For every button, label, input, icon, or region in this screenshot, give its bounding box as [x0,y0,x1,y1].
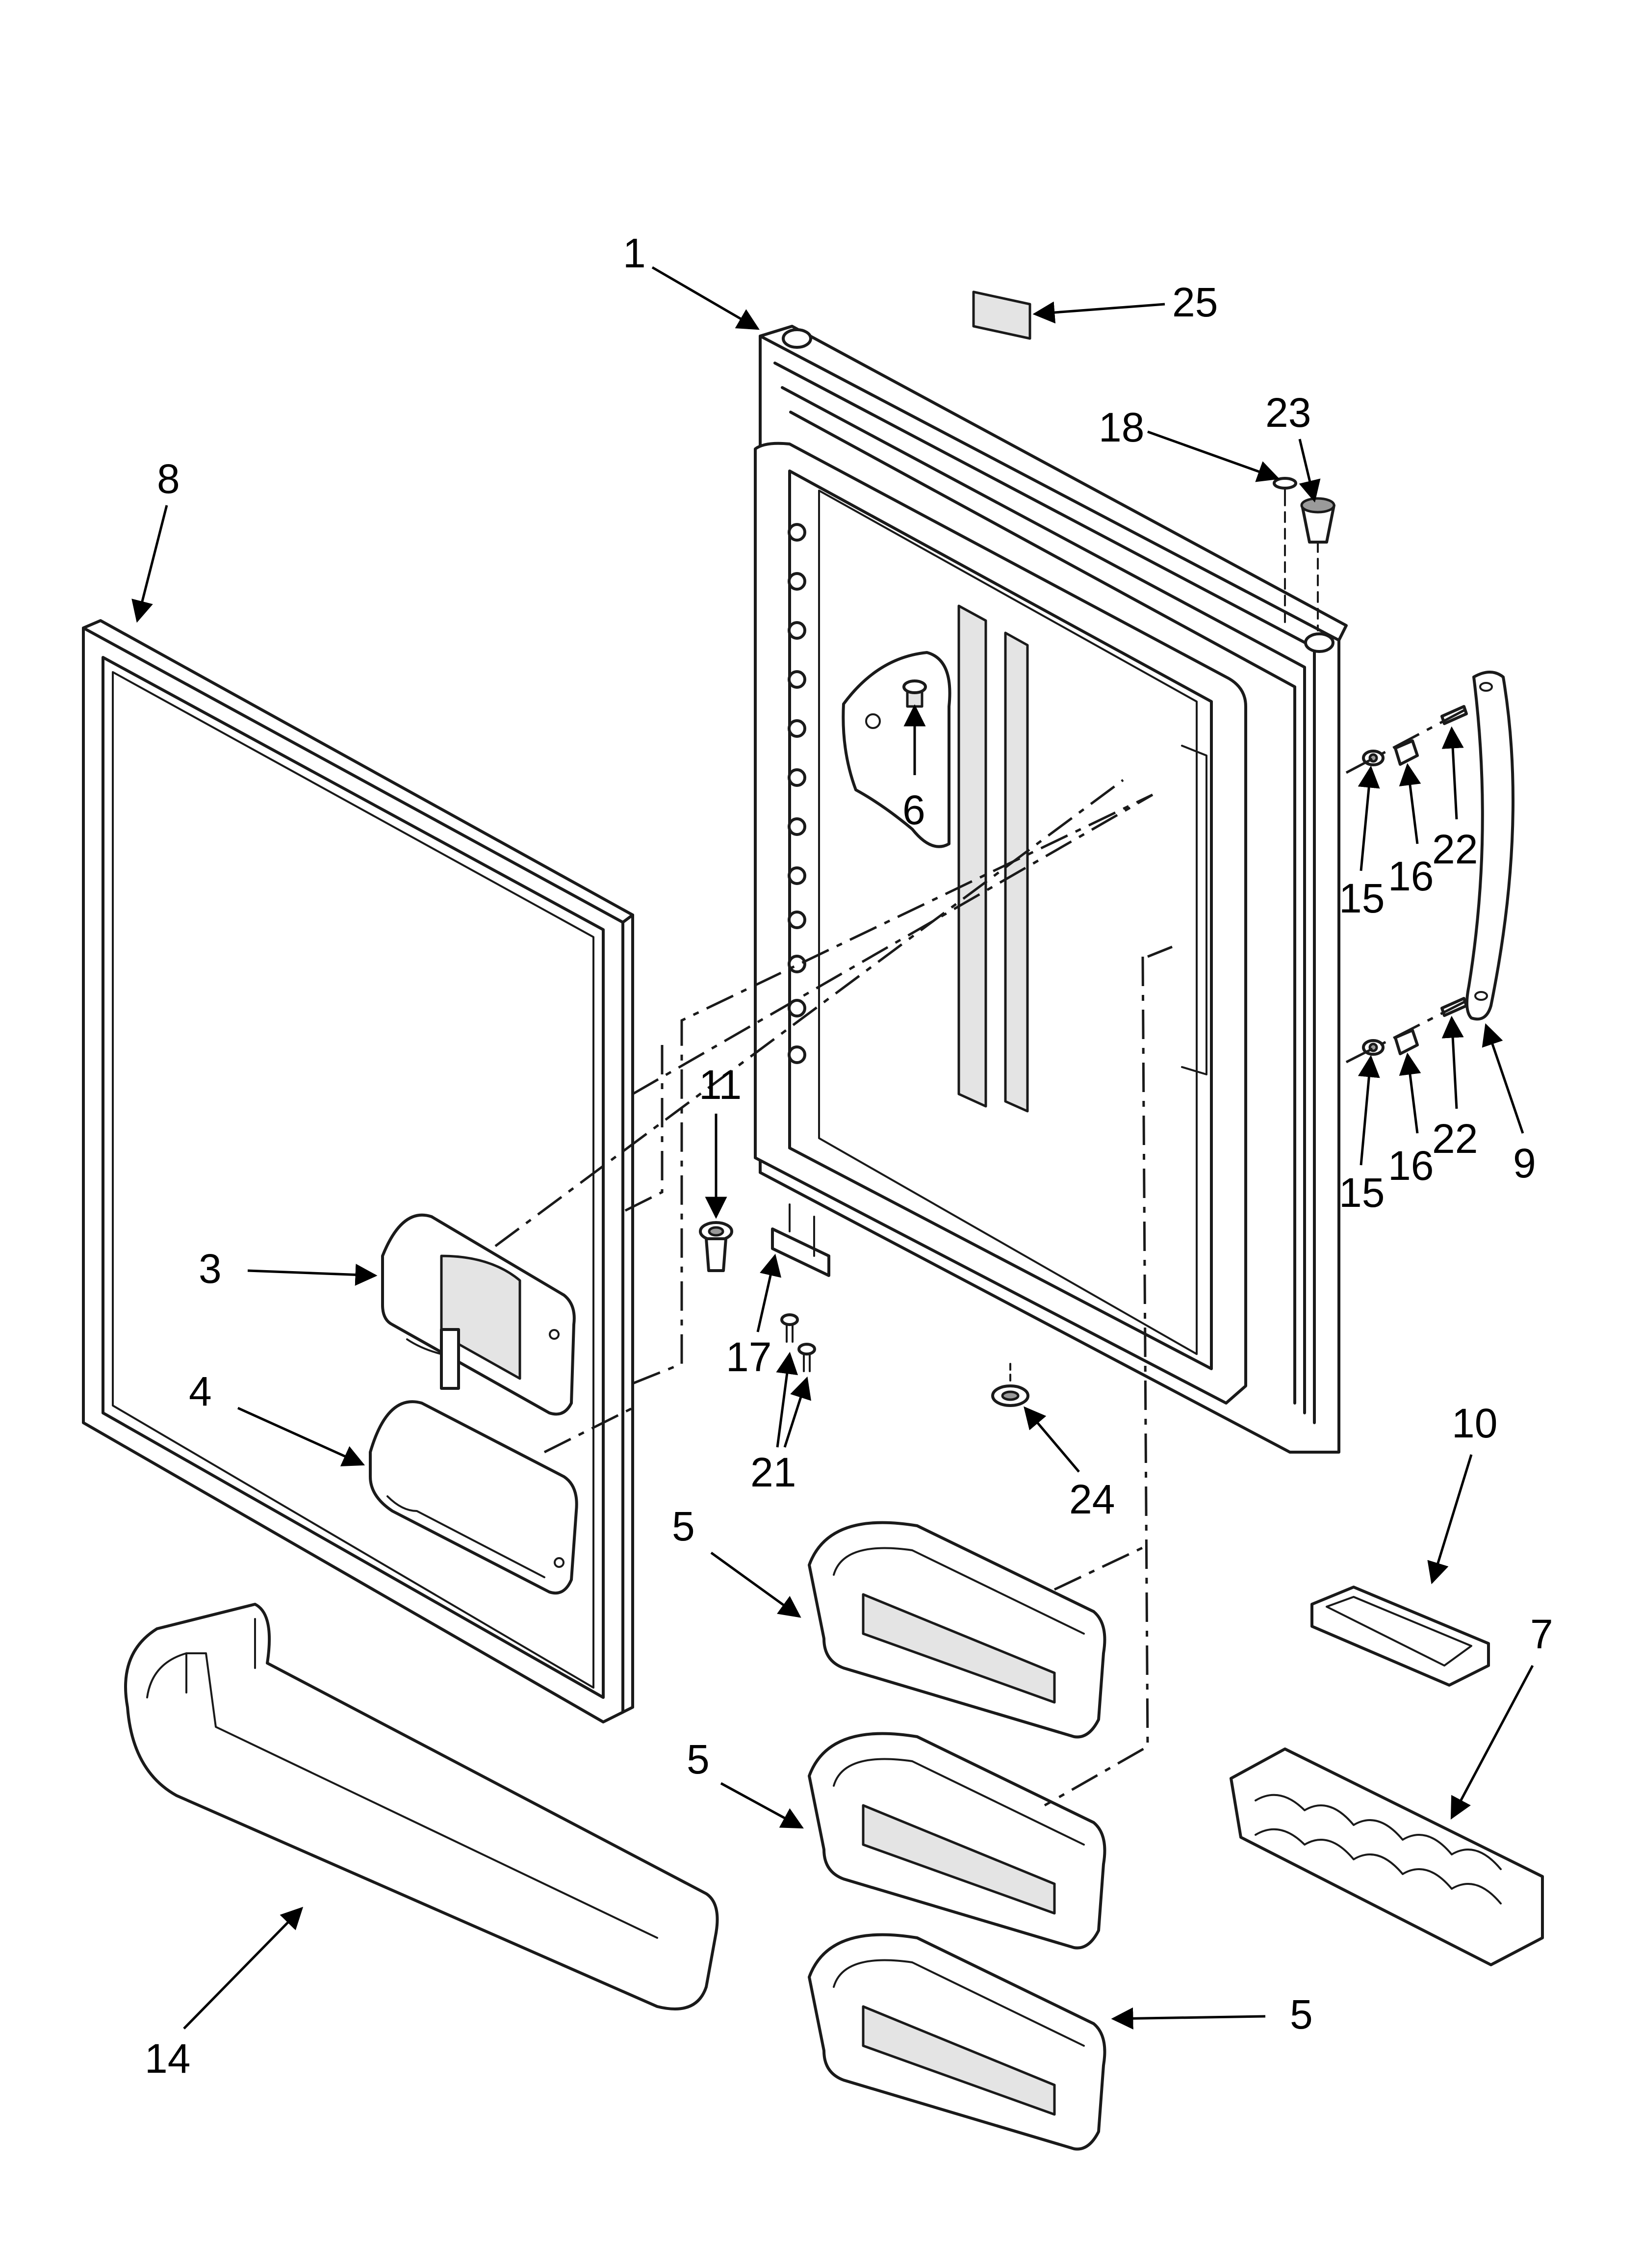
handle-hardware-lower [1345,997,1472,1064]
part-18-plug [1273,477,1297,496]
part-14-door-rack [124,1603,719,2010]
callout-6: 6 [902,787,925,833]
callout-22-upper: 22 [1432,826,1478,872]
callout-4: 4 [189,1368,212,1414]
part-5-bin-upper [808,1521,1106,1739]
part-21-screws [780,1313,816,1372]
part-24-bushing [991,1363,1029,1407]
callout-9: 9 [1513,1140,1536,1186]
callout-8: 8 [157,456,180,502]
part-23-bushing [1300,497,1335,544]
part-7-egg-tray [1230,1747,1544,1966]
callout-25: 25 [1172,279,1218,325]
part-10-tray [1310,1586,1490,1687]
part-4-bucket [369,1400,578,1595]
callout-24: 24 [1069,1476,1115,1522]
part-16-stud-upper [1394,739,1419,766]
part-5-bin-middle [808,1732,1106,1950]
callout-15-upper: 15 [1339,875,1385,921]
callout-3: 3 [199,1246,222,1292]
part-25-label-sticker [972,290,1031,340]
part-6-cam-plate [842,651,951,848]
callout-21: 21 [750,1449,796,1495]
handle-hardware-upper [1345,705,1472,774]
callouts: 1 25 18 23 8 6 15 16 22 15 16 22 9 11 3 … [131,230,1553,2082]
part-9-handle [1465,671,1514,1021]
callout-10: 10 [1452,1400,1497,1446]
callout-5-middle: 5 [687,1736,710,1782]
callout-15-lower: 15 [1339,1170,1385,1216]
part-16-stud-lower [1394,1029,1419,1055]
callout-16-upper: 16 [1388,853,1434,899]
shelf-pegs [788,523,806,1064]
callout-23: 23 [1265,390,1311,436]
assembly-lines [494,779,1173,1807]
part-1-door [754,325,1348,1454]
callout-17: 17 [726,1334,771,1380]
part-17-hinge-bracket [771,1203,830,1277]
callout-1: 1 [623,230,646,276]
part-11-bushing [699,1221,733,1272]
part-5-bin-lower [808,1933,1106,2151]
callout-18: 18 [1099,404,1144,450]
callout-7: 7 [1530,1611,1553,1657]
callout-5-upper: 5 [672,1503,695,1549]
callout-11: 11 [699,1062,742,1108]
part-3-dispenser [381,1213,576,1416]
callout-14: 14 [145,2035,190,2082]
callout-22-lower: 22 [1432,1116,1478,1162]
callout-5-lower: 5 [1290,1991,1313,2037]
callout-16-lower: 16 [1388,1143,1434,1189]
